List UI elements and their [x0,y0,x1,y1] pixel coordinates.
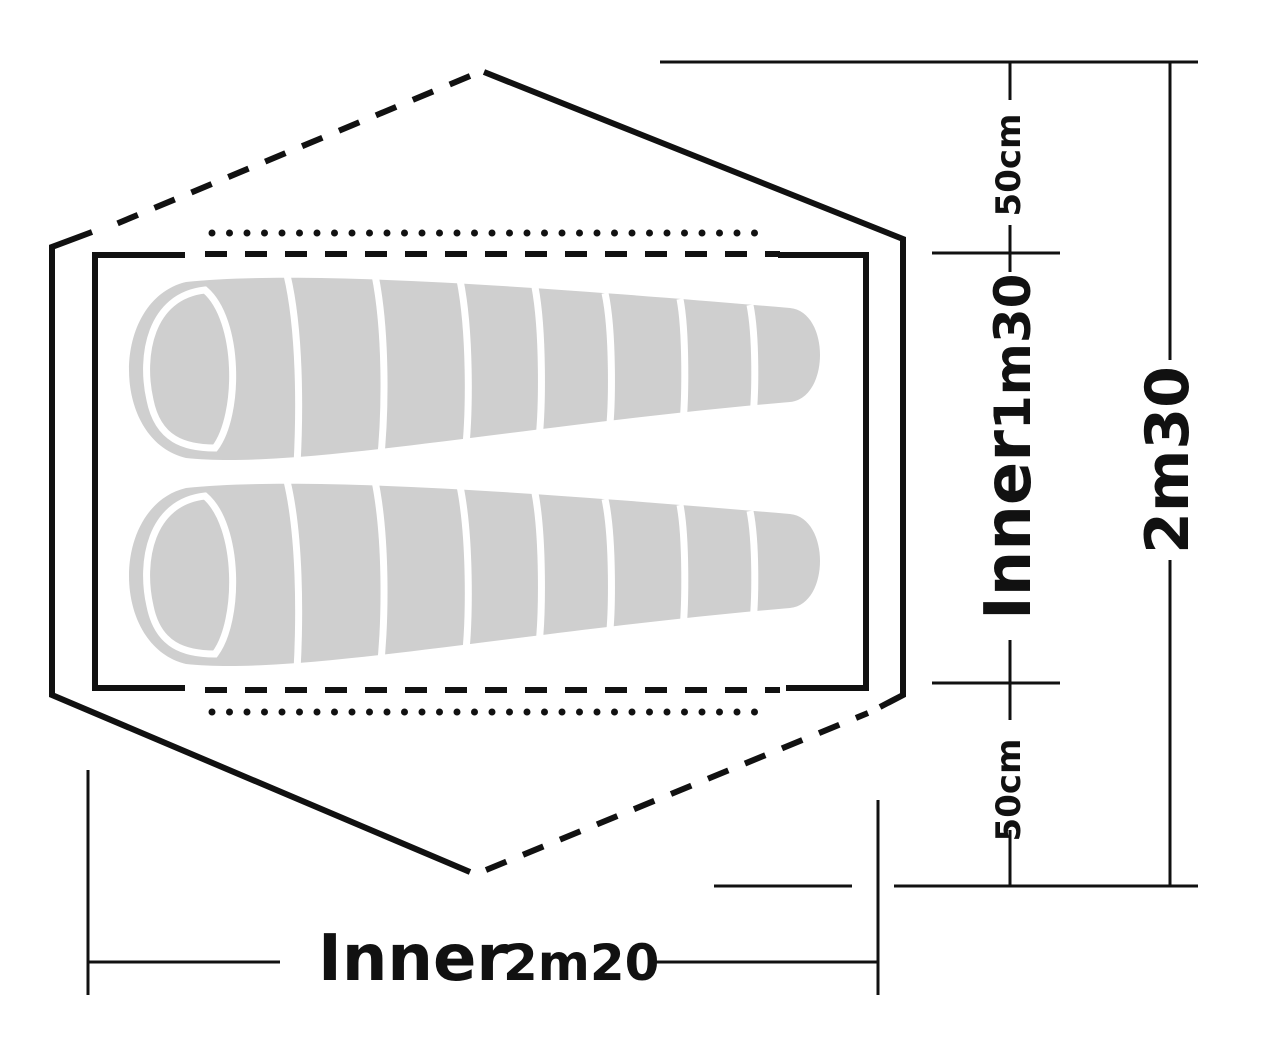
inner-width-label: Inner 1m30 [972,274,1046,620]
inner-tent-outline [92,229,869,716]
vestibule-top-label: 50cm [989,114,1029,217]
inner-width-value: 1m30 [984,274,1042,430]
fly-outline [49,69,906,875]
vestibule-bottom-label: 50cm [989,739,1029,842]
inner-length-dimension: Inner 2m20 [86,770,880,996]
inner-width-word: Inner [972,430,1046,620]
inner-length-word: Inner [318,922,508,996]
inner-length-value: 2m20 [503,934,659,992]
top-door-dashed-line [102,73,472,232]
bottom-door-dashed-line [484,710,870,873]
sleeping-bag-2 [129,480,820,672]
width-dimensions [660,60,1198,888]
total-width-label: 2m30 [1133,366,1203,554]
sleeping-bag-1 [129,274,820,466]
